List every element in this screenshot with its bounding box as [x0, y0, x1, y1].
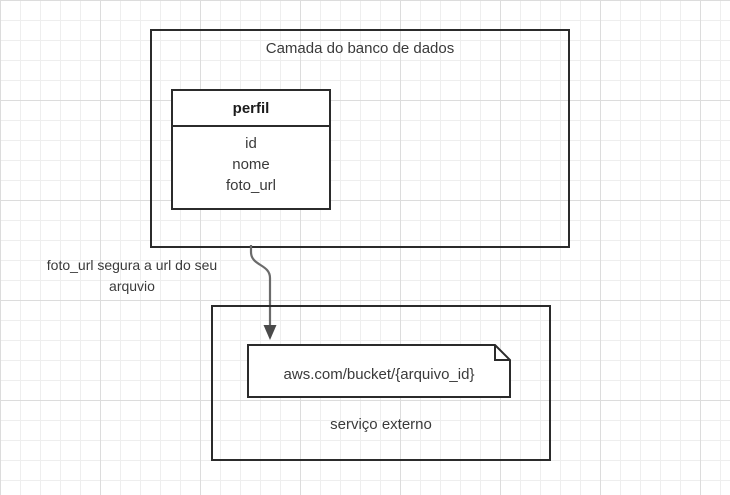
entity-field-foto-url: foto_url — [225, 177, 277, 194]
connector-path — [249, 245, 272, 328]
annotation-label: foto_url segura a url do seu arquvio — [12, 255, 252, 297]
external-service-container[interactable]: serviço externo — [211, 305, 551, 461]
entity-table-perfil[interactable]: perfil id nome foto_url — [171, 89, 331, 210]
entity-field-id: id — [245, 135, 257, 152]
entity-table-name: perfil — [173, 91, 329, 127]
connector-arrowhead — [263, 325, 277, 340]
note-shape-bucket-url[interactable]: aws.com/bucket/{arquivo_id} — [247, 344, 511, 398]
curved-arrow-connector[interactable] — [236, 240, 296, 350]
note-folded-corner-icon — [494, 345, 510, 361]
entity-field-list: id nome foto_url — [173, 127, 329, 196]
note-body — [247, 344, 511, 398]
annotation-line-2: arquvio — [109, 278, 155, 294]
database-layer-title: Camada do banco de dados — [265, 40, 455, 57]
annotation-line-1: foto_url segura a url do seu — [46, 257, 218, 273]
database-layer-container[interactable]: Camada do banco de dados — [150, 29, 570, 248]
note-text: aws.com/bucket/{arquivo_id} — [283, 365, 475, 383]
entity-field-nome: nome — [232, 156, 270, 173]
external-service-label: serviço externo — [330, 416, 432, 433]
